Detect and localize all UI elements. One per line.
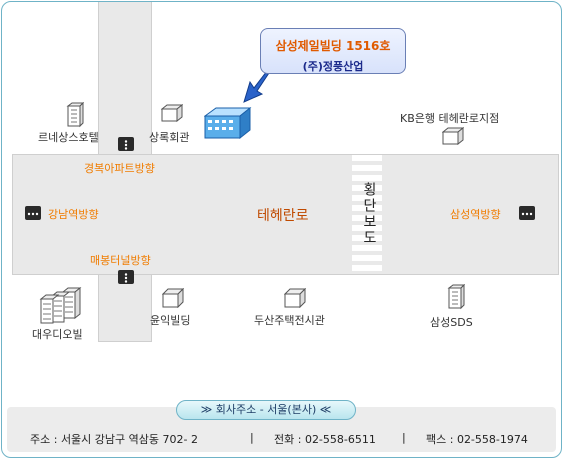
crosswalk-label: 횡단보도 <box>361 182 377 246</box>
yunik-building-label: 윤익빌딩 <box>150 314 191 327</box>
doosan-housing-label: 두산주택전시관 <box>254 314 325 327</box>
company-callout: 삼성제일빌딩 1516호 (주)정풍산업 <box>260 28 406 74</box>
address-title: ≫ 회사주소 - 서울(본사) ≪ <box>176 400 356 420</box>
renaissance-hotel-label: 르네상스호텔 <box>38 131 99 144</box>
building-icon <box>39 286 82 324</box>
subway-exit-icon <box>25 206 41 220</box>
separator: | <box>250 431 254 444</box>
callout-company-name: (주)정풍산업 <box>302 60 364 73</box>
callout-building-name: 삼성제일빌딩 1516호 <box>275 39 391 53</box>
sangrok-hall-label: 상록회관 <box>149 131 190 144</box>
phone-text: 전화 : 02-558-6511 <box>274 433 376 446</box>
subway-exit-icon <box>118 270 134 284</box>
building-icon <box>162 288 184 308</box>
road-junction <box>99 155 151 274</box>
crosswalk <box>352 155 382 274</box>
subway-exit-icon <box>118 137 134 151</box>
samsung-sds-label: 삼성SDS <box>430 316 473 329</box>
maebong-tunnel-direction: 매봉터널방향 <box>90 254 151 267</box>
teheran-ro-label: 테헤란로 <box>257 208 309 224</box>
gyeongbuk-apt-direction: 경복아파트방향 <box>84 162 155 175</box>
building-icon <box>66 102 84 128</box>
samseong-station-direction: 삼성역방향 <box>450 208 501 221</box>
subway-exit-icon <box>519 206 535 220</box>
building-icon <box>442 127 464 145</box>
kb-bank-label: KB은행 테헤란로지점 <box>400 112 500 125</box>
gangnam-station-direction: 강남역방향 <box>48 208 99 221</box>
address-text: 주소 : 서울시 강남구 역삼동 702- 2 <box>30 433 198 446</box>
target-building-icon <box>204 106 252 140</box>
fax-text: 팩스 : 02-558-1974 <box>426 433 528 446</box>
building-icon <box>161 104 183 122</box>
separator: | <box>402 431 406 444</box>
building-icon <box>284 288 306 308</box>
daewoo-officetel-label: 대우디오빌 <box>32 328 83 341</box>
building-icon <box>447 284 465 310</box>
